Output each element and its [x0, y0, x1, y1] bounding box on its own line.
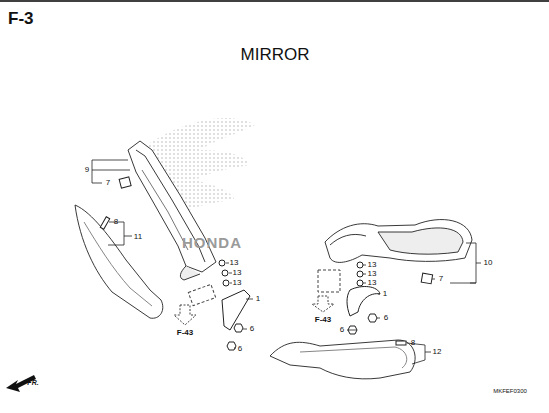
right-nuts-13 — [357, 262, 363, 286]
left-ref-arrow — [174, 305, 196, 325]
callout-number: 9 — [85, 166, 89, 174]
callout-number: 8 — [411, 339, 415, 347]
right-cap-7 — [421, 273, 432, 284]
left-mirror-stalk — [128, 141, 216, 280]
callout-number: 12 — [433, 348, 442, 356]
callout-number: 7 — [106, 179, 110, 187]
reference-code: F-43 — [315, 316, 331, 324]
callout-number: 13 — [368, 261, 377, 269]
page-code: F-3 — [8, 10, 34, 27]
callout-number: 13 — [233, 269, 242, 277]
front-label: FR. — [27, 379, 38, 386]
callout-number: 6 — [340, 326, 344, 334]
left-cap-7 — [119, 177, 131, 188]
callout-number: 7 — [439, 275, 443, 283]
callout-number: 13 — [368, 270, 377, 278]
right-mirror-stalk — [325, 220, 472, 263]
right-tape-8 — [396, 341, 406, 345]
callout-number: 6 — [384, 314, 388, 322]
callout-number: 13 — [368, 279, 377, 287]
left-nuts-13 — [219, 260, 229, 286]
right-bracket-1 — [347, 287, 380, 316]
callout-number: 10 — [484, 259, 493, 267]
watermark: HONDA — [182, 235, 242, 250]
callout-number: 1 — [256, 295, 260, 303]
callout-number: 6 — [250, 325, 254, 333]
reference-code: F-43 — [177, 329, 193, 337]
leader-lines — [92, 160, 481, 364]
top-rule — [0, 0, 549, 2]
right-ref-arrow — [312, 296, 334, 312]
drawing-code: MKFEF0300 — [493, 388, 527, 394]
callout-number: 13 — [230, 259, 239, 267]
left-pad — [188, 284, 215, 305]
callout-number: 8 — [114, 218, 118, 226]
right-mirror-housing — [270, 340, 415, 379]
left-tape-8 — [100, 217, 109, 229]
left-mirror-housing — [75, 205, 163, 318]
callout-number: 6 — [238, 345, 242, 353]
callout-number: 13 — [233, 279, 242, 287]
callout-number: 11 — [134, 233, 142, 241]
right-pad — [318, 270, 340, 292]
diagram-title: MIRROR — [241, 46, 310, 63]
callout-number: 1 — [383, 290, 387, 298]
right-nuts-6 — [348, 314, 377, 334]
